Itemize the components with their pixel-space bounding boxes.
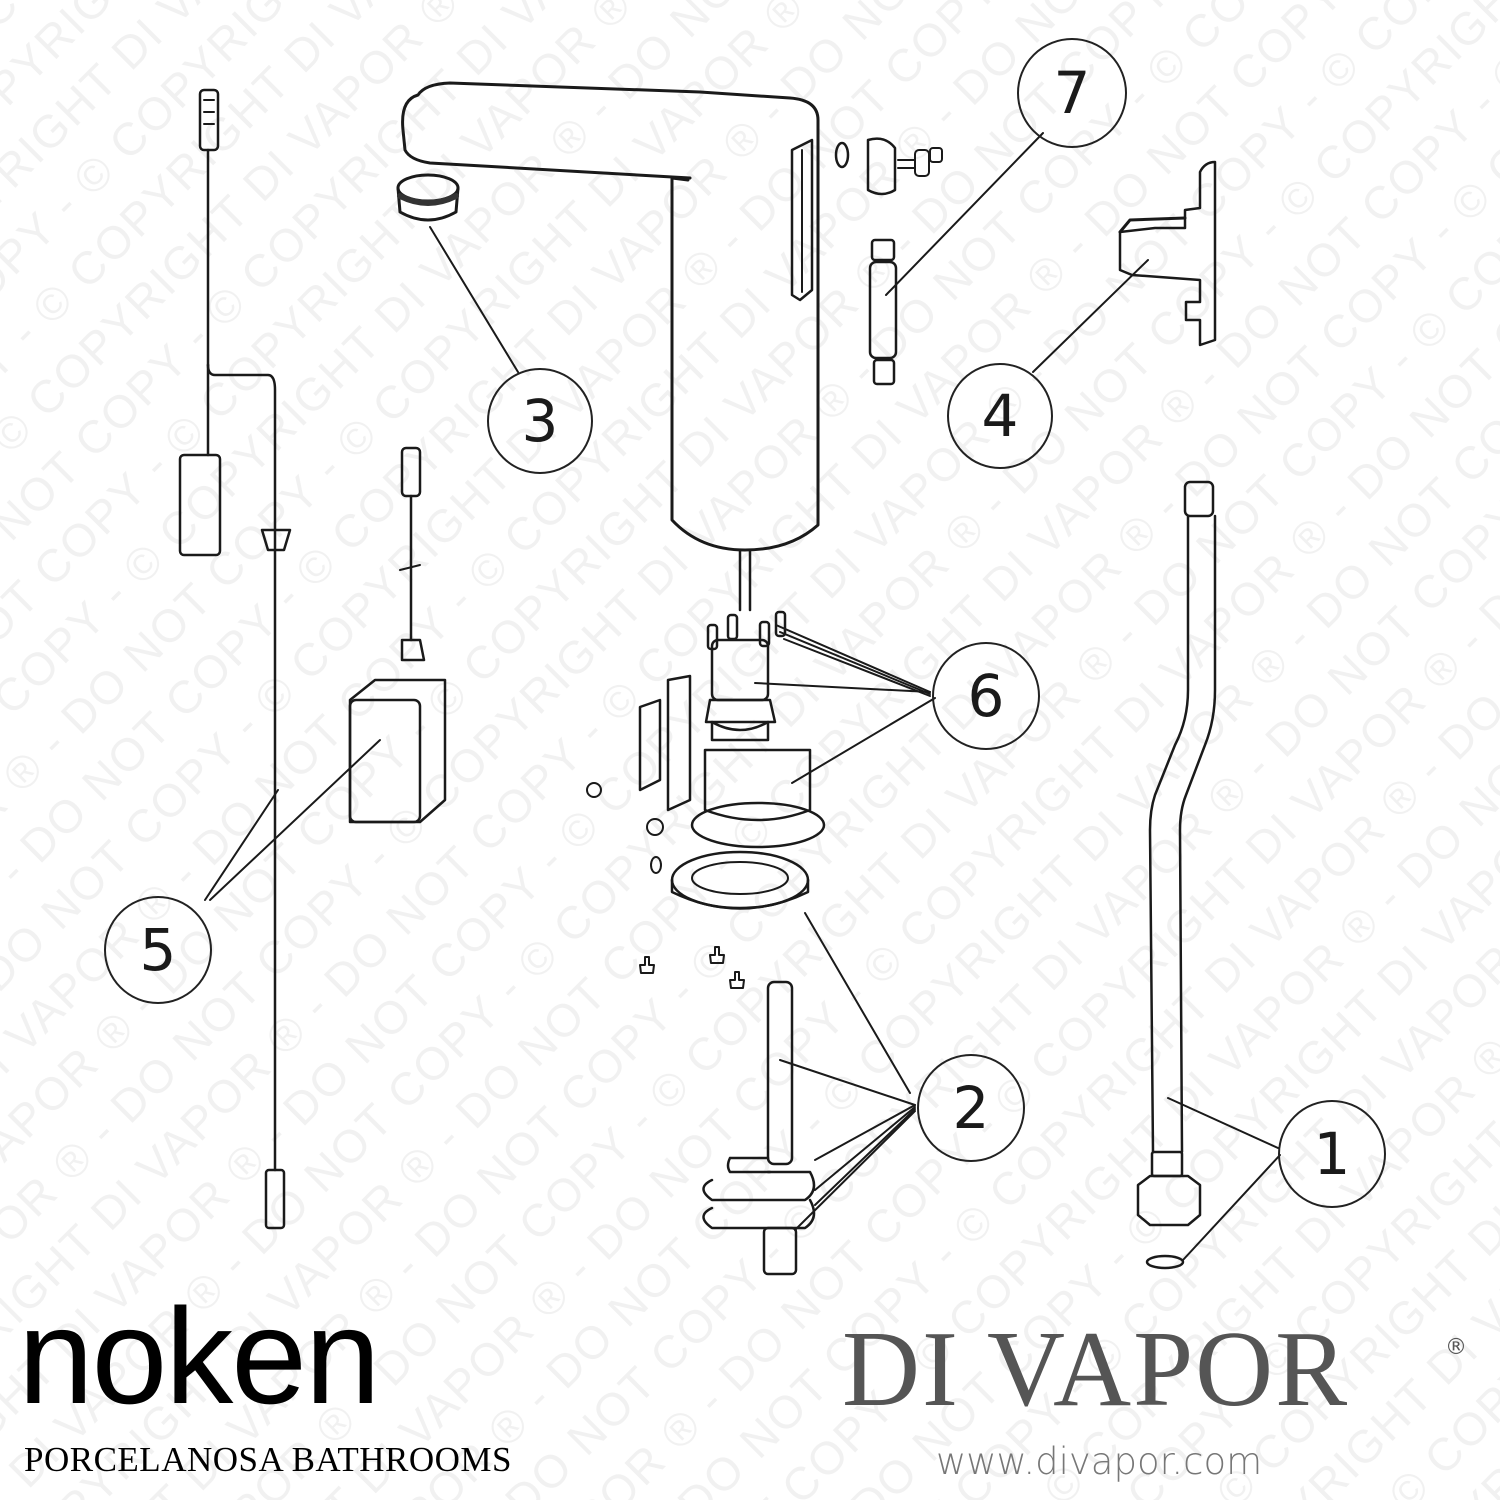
callout-4: 4 xyxy=(947,363,1053,469)
aerator-part xyxy=(396,173,519,373)
callout-label: 3 xyxy=(521,387,559,455)
callout-6: 6 xyxy=(932,642,1040,750)
screws-part xyxy=(639,946,745,989)
callout-label: 4 xyxy=(981,382,1019,450)
callout-7: 7 xyxy=(1017,38,1127,148)
callout-5: 5 xyxy=(104,896,212,1004)
callout-label: 7 xyxy=(1053,59,1091,127)
callout-3: 3 xyxy=(487,368,593,474)
divapor-logo: DI VAPOR xyxy=(842,1310,1350,1429)
registered-mark: ® xyxy=(1445,1335,1467,1360)
sensor-cable-part xyxy=(178,88,292,1230)
callout-2: 2 xyxy=(917,1054,1025,1162)
callout-label: 5 xyxy=(139,916,177,984)
connector-part xyxy=(834,132,1044,386)
callout-label: 6 xyxy=(967,662,1005,730)
callout-label: 2 xyxy=(952,1074,990,1142)
fixing-kit-part xyxy=(702,980,916,1276)
tap-body xyxy=(401,81,820,612)
base-gasket-part xyxy=(670,850,911,1094)
bracket-part xyxy=(1032,160,1217,373)
noken-logo: noken xyxy=(18,1280,381,1432)
noken-tagline: PORCELANOSA BATHROOMS xyxy=(24,1440,512,1479)
divapor-url[interactable]: www.divapor.com xyxy=(936,1440,1263,1483)
battery-box-part xyxy=(204,446,447,901)
solenoid-valve-part xyxy=(586,610,936,874)
callout-label: 1 xyxy=(1313,1120,1351,1188)
flex-hose-part xyxy=(1136,480,1281,1270)
callout-1: 1 xyxy=(1278,1100,1386,1208)
